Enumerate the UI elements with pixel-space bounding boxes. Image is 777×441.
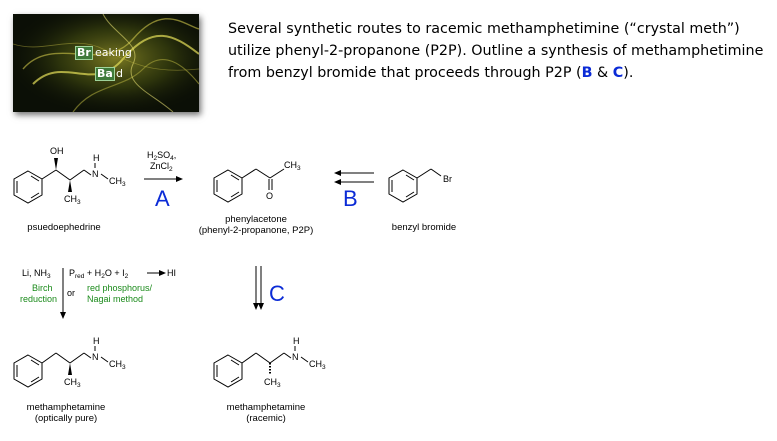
- meth-rac-n-methyl: CH3: [309, 359, 326, 371]
- meth-pure-h: H: [93, 336, 100, 346]
- p2p-alt-name: (phenyl-2-propanone, P2P): [199, 225, 314, 236]
- birch-reagent: Li, NH3: [22, 268, 51, 280]
- prompt-connector: &: [592, 65, 613, 81]
- route-b-arrow: B: [334, 170, 374, 211]
- nitrogen-label: N: [92, 169, 99, 179]
- birch-li-nh: Li, NH: [22, 268, 47, 278]
- route-c-label: C: [269, 281, 285, 306]
- meth-pure-c-methyl: CH3: [64, 377, 81, 389]
- reduction-conditions: Li, NH3 Birch reduction or Pred + H2O + …: [20, 268, 176, 319]
- mr-nme-sub: 3: [322, 364, 326, 371]
- meth-racemic-name: methamphetamine: [227, 402, 306, 413]
- meth-pure-structure: H N CH3 CH3: [13, 336, 126, 389]
- prompt-route-c: C: [612, 65, 624, 81]
- meth-pure-n: N: [92, 352, 99, 362]
- acetone-sub: 3: [297, 165, 301, 172]
- acetone-ch: CH: [284, 160, 297, 170]
- hi-o-i: O + I: [105, 268, 125, 278]
- a-r2-sub: 2: [169, 166, 173, 173]
- nh-h-label: H: [93, 153, 100, 163]
- a-r1-h: H: [147, 150, 154, 160]
- hi-name-line1: red phosphorus/: [87, 283, 153, 293]
- route-a-arrow: H2SO4, ZnCl2 A: [144, 150, 183, 211]
- a-r1-so: SO: [157, 150, 170, 160]
- hi-h-sub: 2: [101, 273, 105, 280]
- mr-cme-sub: 3: [277, 382, 281, 389]
- mr-nme-ch: CH: [309, 359, 322, 369]
- phenylacetone-structure: O CH3: [213, 160, 301, 203]
- mp-cme-sub: 3: [77, 382, 81, 389]
- oh-label: OH: [50, 146, 64, 156]
- hi-i-sub: 2: [125, 273, 129, 280]
- bromine-label: Br: [443, 174, 452, 184]
- smoke-graphic: [13, 14, 199, 112]
- meth-racemic-note: (racemic): [246, 413, 286, 424]
- or-label: or: [67, 288, 75, 298]
- route-a-label: A: [155, 186, 170, 211]
- meth-rac-h: H: [293, 336, 300, 346]
- meth-pure-note: (optically pure): [35, 413, 97, 424]
- acetone-methyl-label: CH3: [284, 160, 301, 172]
- route-b-label: B: [343, 186, 358, 211]
- meth-rac-c-methyl: CH3: [264, 377, 281, 389]
- meth-pure-name: methamphetamine: [27, 402, 106, 413]
- c-methyl-ch: CH: [64, 194, 77, 204]
- prompt-text-end: ).: [623, 65, 634, 81]
- breaking-bad-logo-image: Br eaking Ba d: [13, 14, 199, 112]
- c-methyl-sub: 3: [77, 199, 81, 206]
- question-prompt: Several synthetic routes to racemic meth…: [228, 18, 773, 84]
- benzyl-bromide-structure: Br: [388, 168, 452, 203]
- a-r2-zncl: ZnCl: [150, 161, 169, 171]
- carbonyl-o-label: O: [266, 191, 273, 201]
- hi-name-line2: Nagai method: [87, 294, 143, 304]
- hi-p-sub: red: [75, 273, 85, 280]
- n-methyl-label: CH3: [109, 176, 126, 188]
- logo-element-ba: Ba: [95, 67, 115, 81]
- c-methyl-label: CH3: [64, 194, 81, 206]
- prompt-text: Several synthetic routes to racemic meth…: [228, 21, 764, 81]
- logo-text-line2: d: [116, 67, 123, 80]
- pseudoephedrine-label: psuedoephedrine: [27, 222, 100, 233]
- meth-rac-n: N: [292, 352, 299, 362]
- hi-h: + H: [84, 268, 101, 278]
- a-r1-sub1: 2: [154, 155, 158, 162]
- birch-sub: 3: [47, 273, 51, 280]
- logo-element-br: Br: [75, 46, 93, 60]
- p2p-name: phenylacetone: [225, 214, 287, 225]
- a-r1-sub2: 4: [170, 155, 174, 162]
- pseudoephedrine-structure: OH H N CH3 CH3: [13, 146, 126, 206]
- a-r1-comma: ,: [174, 150, 177, 160]
- birch-name-line2: reduction: [20, 294, 57, 304]
- a-reagent-h2so4: H2SO4,: [147, 150, 176, 162]
- hi-equation: Pred + H2O + I2: [69, 268, 129, 280]
- a-reagent-zncl2: ZnCl2: [150, 161, 173, 173]
- meth-pure-n-methyl: CH3: [109, 359, 126, 371]
- n-methyl-ch: CH: [109, 176, 122, 186]
- benzyl-bromide-label: benzyl bromide: [392, 222, 456, 233]
- birch-name-line1: Birch: [32, 283, 53, 293]
- mr-cme-ch: CH: [264, 377, 277, 387]
- mp-nme-ch: CH: [109, 359, 122, 369]
- meth-racemic-structure: H N CH3 CH3: [213, 336, 326, 389]
- route-c-arrow: C: [253, 266, 285, 310]
- mp-nme-sub: 3: [122, 364, 126, 371]
- mp-cme-ch: CH: [64, 377, 77, 387]
- n-methyl-sub: 3: [122, 181, 126, 188]
- hi-product: HI: [167, 268, 176, 278]
- hi-p: P: [69, 268, 75, 278]
- logo-text-line1: eaking: [95, 46, 132, 59]
- prompt-route-b: B: [581, 65, 593, 81]
